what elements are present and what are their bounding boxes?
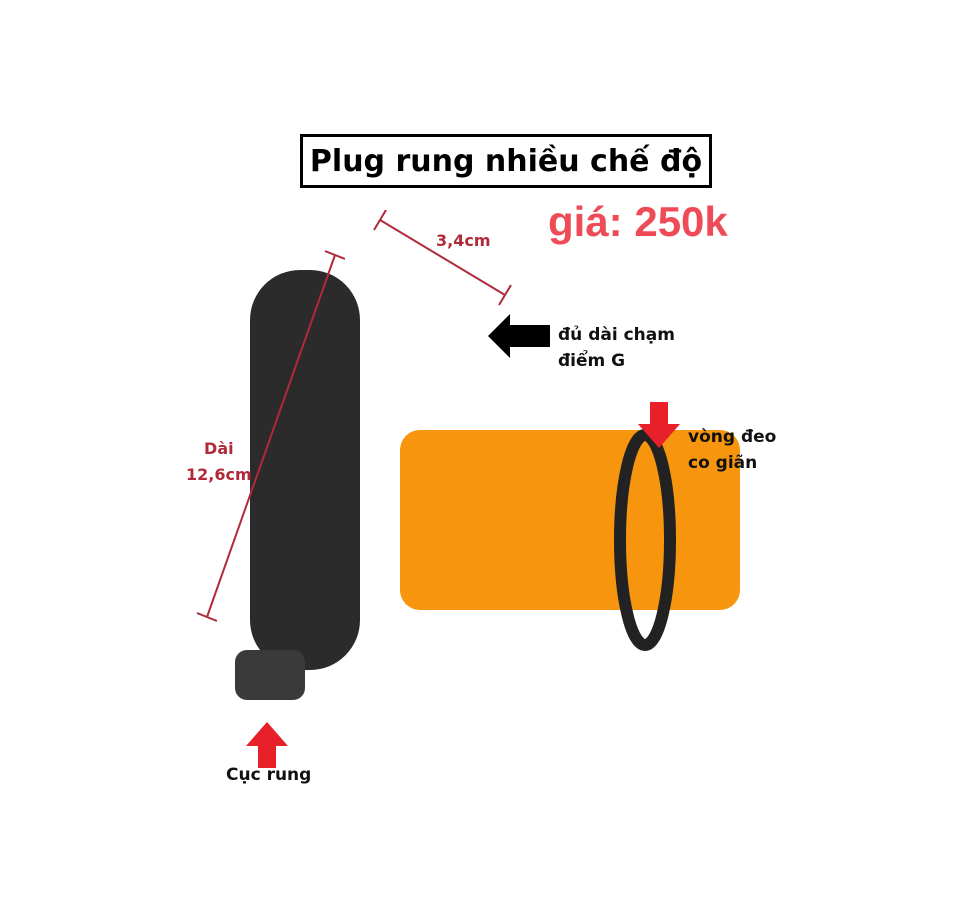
black-arrow-left-icon — [488, 314, 550, 358]
tip-callout-line1: đủ dài chạm — [558, 325, 675, 345]
red-arrow-up-icon — [246, 722, 288, 768]
length-label: Dài 12,6cm — [186, 436, 252, 488]
product-placeholder — [235, 270, 740, 700]
width-dimension-line — [373, 210, 512, 306]
title-text: Plug rung nhiều chế độ — [309, 143, 703, 179]
tip-callout: đủ dài chạm điểm G — [558, 322, 675, 374]
price-label: giá: 250k — [548, 198, 728, 245]
ring-callout: vòng đeo co giãn — [688, 424, 776, 476]
tip-callout-line2: điểm G — [558, 351, 626, 371]
orange-block — [400, 430, 740, 610]
length-dimension-line — [196, 250, 345, 622]
length-label-line2: 12,6cm — [186, 465, 252, 484]
length-label-line1: Dài — [204, 439, 234, 458]
ring-placeholder — [614, 429, 676, 651]
device-body — [250, 270, 360, 670]
ring-callout-line2: co giãn — [688, 453, 758, 473]
motor-placeholder — [235, 650, 305, 700]
red-arrow-down-icon — [638, 402, 680, 448]
title-box: Plug rung nhiều chế độ — [300, 134, 712, 188]
ring-callout-line1: vòng đeo — [688, 427, 777, 447]
width-label: 3,4cm — [436, 231, 491, 250]
motor-callout: Cục rung — [226, 765, 312, 785]
